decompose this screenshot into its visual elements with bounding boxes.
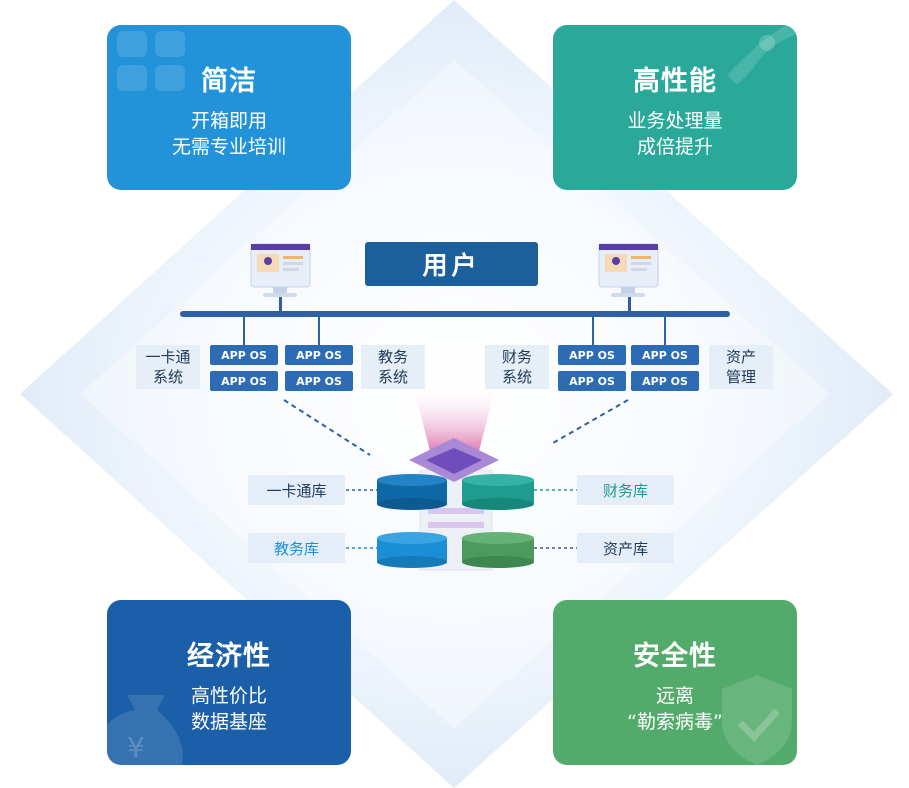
card-line: 业务处理量 [627,110,723,132]
shield-check-icon [722,675,792,765]
card-security: 安全性 远离 “勒索病毒” [553,600,797,765]
light-beam [413,385,496,455]
app-os-badge: APP OS [558,345,626,365]
system-label-line: 系统 [152,368,183,386]
db-label-edu: 教务库 [248,533,345,563]
monitor-right-stem [628,297,631,311]
system-label-edu: 教务 系统 [361,345,425,389]
system-label-line: 管理 [725,368,756,386]
app-os-badge: APP OS [285,371,353,391]
db-cylinder-finance [462,474,534,510]
system-label-card: 一卡通 系统 [136,345,200,389]
card-line: 数据基座 [190,711,267,733]
db-label-finance: 财务库 [577,475,674,505]
app-os-badge: APP OS [558,371,626,391]
grid-icon [117,31,185,91]
system-label-line: 系统 [501,368,532,386]
network-bus [180,311,730,317]
user-label: 用户 [365,242,538,286]
card-performance: 高性能 业务处理量 成倍提升 [553,25,797,190]
app-os-badge: APP OS [210,345,278,365]
monitor-left-stem [279,297,282,311]
card-line: 无需专业培训 [171,136,286,158]
db-label-card: 一卡通库 [248,475,345,505]
system-label-line: 资产 [725,348,756,366]
card-line: 开箱即用 [190,110,267,132]
app-os-badge: APP OS [631,371,699,391]
db-label-asset: 资产库 [577,533,674,563]
card-line: 成倍提升 [636,136,713,158]
app-os-badge: APP OS [285,345,353,365]
db-cylinder-asset [462,532,534,568]
system-label-line: 一卡通 [145,348,191,366]
app-os-badge: APP OS [631,345,699,365]
system-label-line: 财务 [501,348,532,366]
card-line: 高性价比 [190,685,267,707]
card-line: 远离 [655,685,694,707]
system-label-line: 系统 [377,368,408,386]
system-label-line: 教务 [377,348,408,366]
rocket-icon [727,25,795,85]
svg-text:¥: ¥ [127,731,145,764]
system-label-asset: 资产 管理 [709,345,773,389]
db-cylinder-edu [377,532,447,568]
card-line: “勒索病毒” [627,711,723,733]
system-label-finance: 财务 系统 [485,345,549,389]
card-title: 经济性 [187,641,271,672]
monitor-right-icon [598,243,659,297]
app-os-badge: APP OS [210,371,278,391]
card-title: 简洁 [201,66,257,97]
card-title: 安全性 [633,641,717,672]
db-cylinder-card [377,474,447,510]
card-simple: 简洁 开箱即用 无需专业培训 [107,25,351,190]
monitor-left-icon [250,243,311,297]
money-bag-icon: ¥ [107,695,183,765]
card-title: 高性能 [633,66,717,97]
card-economy: ¥ 经济性 高性价比 数据基座 [107,600,351,765]
